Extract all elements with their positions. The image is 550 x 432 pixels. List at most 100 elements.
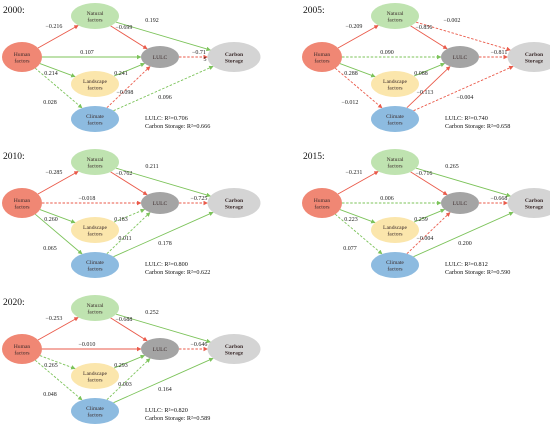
edge-natural-to-lulc	[110, 317, 148, 342]
edge-label-human-to-lulc: 0.006	[380, 196, 394, 202]
node-carbon-shape	[507, 188, 550, 218]
node-climate-shape	[371, 252, 419, 278]
node-climate-shape	[71, 106, 119, 132]
edge-label-natural-to-lulc: −0.856	[416, 25, 433, 31]
edge-label-human-to-lulc: −0.018	[79, 196, 96, 202]
node-lulc-label: LULC	[153, 55, 168, 61]
node-human-shape	[302, 188, 342, 218]
node-lulc-shape	[141, 46, 179, 68]
panel-year: 2005:	[303, 6, 325, 16]
node-natural-shape	[71, 149, 119, 175]
panel-year: 2020:	[3, 298, 25, 308]
edge-climate-to-lulc	[106, 66, 151, 109]
edge-label-human-to-lulc: −0.010	[79, 342, 96, 348]
edge-natural-to-carbon	[115, 167, 211, 198]
edge-climate-to-lulc	[406, 66, 451, 109]
r2-lulc: LULC: R²=0.820	[145, 407, 188, 414]
node-natural-shape	[71, 295, 119, 321]
edge-human-to-landscape	[39, 209, 76, 224]
edge-label-climate-to-carbon: 0.164	[158, 387, 172, 393]
edge-human-to-natural	[37, 317, 79, 341]
node-climate-shape	[71, 398, 119, 424]
node-climate-shape	[371, 106, 419, 132]
edge-human-to-landscape	[339, 209, 376, 224]
edge-label-human-to-lulc: 0.107	[80, 50, 94, 56]
edge-label-landscape-to-lulc: 0.183	[114, 217, 128, 223]
edge-climate-to-lulc	[106, 212, 151, 255]
edge-label-human-to-climate: −0.012	[342, 100, 359, 106]
node-lulc: LULC	[141, 192, 179, 214]
edge-label-climate-to-carbon: 0.096	[158, 95, 172, 101]
node-lulc-shape	[141, 192, 179, 214]
edge-label-landscape-to-lulc: 0.241	[114, 71, 128, 77]
node-lulc: LULC	[141, 46, 179, 68]
edge-label-human-to-climate: 0.028	[43, 100, 57, 106]
panel-year: 2010:	[3, 152, 25, 162]
r2-lulc: LULC: R²=0.740	[445, 115, 488, 122]
edge-natural-to-carbon	[415, 21, 511, 52]
edge-label-climate-to-lulc: 0.003	[118, 382, 132, 388]
node-landscape-shape	[71, 217, 119, 243]
edge-label-lulc-to-carbon: −0.668	[491, 196, 508, 202]
edge-climate-to-carbon	[113, 211, 214, 258]
edge-label-human-to-climate: 0.077	[343, 246, 357, 252]
edge-landscape-to-lulc	[113, 354, 146, 369]
edge-label-climate-to-lulc: −0.004	[417, 236, 434, 242]
r2-carbon-storage: Carbon Storage: R²=0.590	[445, 269, 510, 276]
edge-label-human-to-landscape: 0.223	[344, 217, 358, 223]
node-landscape-shape	[71, 363, 119, 389]
panel-year: 2000:	[3, 6, 25, 16]
node-natural-shape	[371, 149, 419, 175]
edge-climate-to-lulc	[406, 212, 451, 255]
node-lulc-label: LULC	[453, 201, 468, 207]
edge-label-climate-to-lulc: −0.098	[117, 90, 134, 96]
node-human-shape	[2, 334, 42, 364]
node-lulc: LULC	[141, 338, 179, 360]
edge-natural-to-lulc	[410, 25, 448, 50]
node-human-shape	[2, 188, 42, 218]
panel-year: 2015:	[303, 152, 325, 162]
node-lulc: LULC	[441, 192, 479, 214]
edge-human-to-landscape	[39, 63, 76, 78]
edge-human-to-landscape	[39, 355, 76, 370]
edge-label-lulc-to-carbon: −0.811	[491, 50, 508, 56]
edge-natural-to-carbon	[115, 313, 211, 344]
edge-layer	[34, 313, 214, 404]
node-landscape-shape	[371, 217, 419, 243]
node-lulc-label: LULC	[153, 347, 168, 353]
edge-human-to-climate	[34, 213, 83, 255]
edge-layer	[34, 167, 214, 258]
r2-carbon-storage: Carbon Storage: R²=0.589	[145, 415, 210, 422]
